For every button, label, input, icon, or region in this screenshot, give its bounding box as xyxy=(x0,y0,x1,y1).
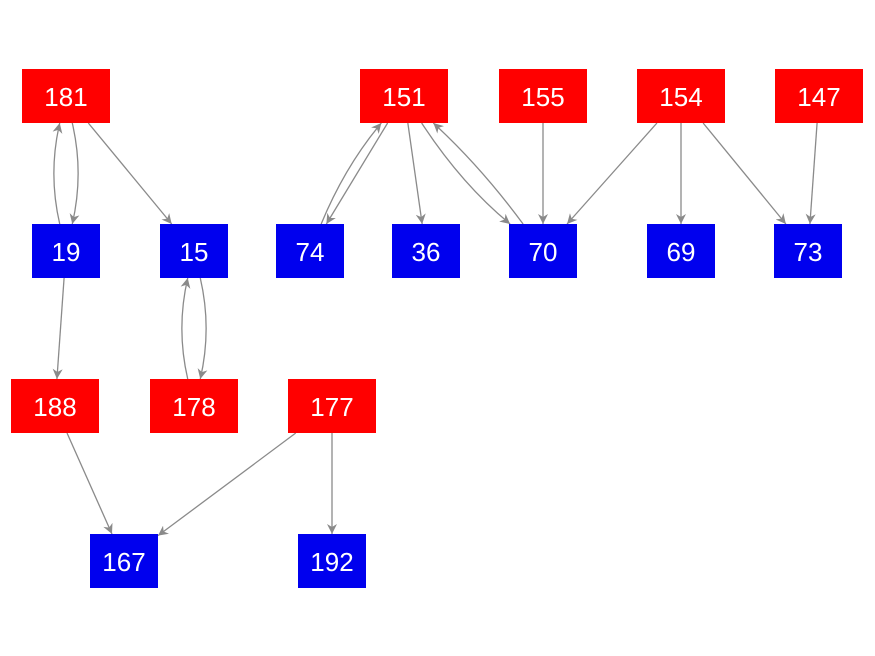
node-label-147: 147 xyxy=(797,82,840,112)
edge-74-to-151 xyxy=(320,122,382,225)
edge-178-to-15 xyxy=(180,277,191,380)
node-label-74: 74 xyxy=(296,237,325,267)
node-box-151 xyxy=(360,69,448,123)
node-label-192: 192 xyxy=(310,547,353,577)
node-181[interactable]: 181 xyxy=(22,69,110,123)
edge-154-to-70 xyxy=(566,122,658,225)
node-70[interactable]: 70 xyxy=(509,224,577,278)
node-label-69: 69 xyxy=(667,237,696,267)
node-label-154: 154 xyxy=(659,82,702,112)
edge-70-to-151 xyxy=(432,122,524,225)
node-box-74 xyxy=(276,224,344,278)
node-151[interactable]: 151 xyxy=(360,69,448,123)
node-label-155: 155 xyxy=(521,82,564,112)
edge-151-to-74 xyxy=(325,122,389,225)
edge-147-to-73 xyxy=(805,122,818,225)
node-box-19 xyxy=(32,224,100,278)
node-177[interactable]: 177 xyxy=(288,379,376,433)
node-167[interactable]: 167 xyxy=(90,534,158,588)
node-box-181 xyxy=(22,69,110,123)
edge-181-to-19 xyxy=(69,122,80,225)
edge-181-to-15 xyxy=(87,122,173,225)
node-155[interactable]: 155 xyxy=(499,69,587,123)
node-label-19: 19 xyxy=(52,237,81,267)
edge-154-to-73 xyxy=(702,122,787,225)
edge-188-to-167 xyxy=(66,432,113,535)
node-69[interactable]: 69 xyxy=(647,224,715,278)
edge-19-to-188 xyxy=(52,277,65,380)
node-box-178 xyxy=(150,379,238,433)
node-label-70: 70 xyxy=(529,237,558,267)
node-box-70 xyxy=(509,224,577,278)
node-label-167: 167 xyxy=(102,547,145,577)
node-box-177 xyxy=(288,379,376,433)
edge-151-to-36 xyxy=(407,122,426,225)
node-73[interactable]: 73 xyxy=(774,224,842,278)
node-box-69 xyxy=(647,224,715,278)
node-label-73: 73 xyxy=(794,237,823,267)
node-box-73 xyxy=(774,224,842,278)
node-label-15: 15 xyxy=(180,237,209,267)
node-label-151: 151 xyxy=(382,82,425,112)
node-box-147 xyxy=(775,69,863,123)
node-box-36 xyxy=(392,224,460,278)
node-15[interactable]: 15 xyxy=(160,224,228,278)
node-box-154 xyxy=(637,69,725,123)
edge-151-to-70 xyxy=(421,122,511,225)
node-box-155 xyxy=(499,69,587,123)
node-192[interactable]: 192 xyxy=(298,534,366,588)
edge-15-to-178 xyxy=(197,277,208,380)
node-box-15 xyxy=(160,224,228,278)
node-36[interactable]: 36 xyxy=(392,224,460,278)
node-box-188 xyxy=(11,379,99,433)
edge-177-to-167 xyxy=(157,432,297,537)
node-label-178: 178 xyxy=(172,392,215,422)
node-154[interactable]: 154 xyxy=(637,69,725,123)
node-74[interactable]: 74 xyxy=(276,224,344,278)
node-box-167 xyxy=(90,534,158,588)
edges-layer xyxy=(52,122,818,537)
node-188[interactable]: 188 xyxy=(11,379,99,433)
node-label-36: 36 xyxy=(412,237,441,267)
edge-19-to-181 xyxy=(52,122,63,225)
node-box-192 xyxy=(298,534,366,588)
node-147[interactable]: 147 xyxy=(775,69,863,123)
nodes-layer: 181 151 155 154 147 19 15 74 36 70 69 73 188 178 177 16… xyxy=(11,69,863,588)
node-label-188: 188 xyxy=(33,392,76,422)
node-19[interactable]: 19 xyxy=(32,224,100,278)
node-178[interactable]: 178 xyxy=(150,379,238,433)
node-label-181: 181 xyxy=(44,82,87,112)
node-label-177: 177 xyxy=(310,392,353,422)
